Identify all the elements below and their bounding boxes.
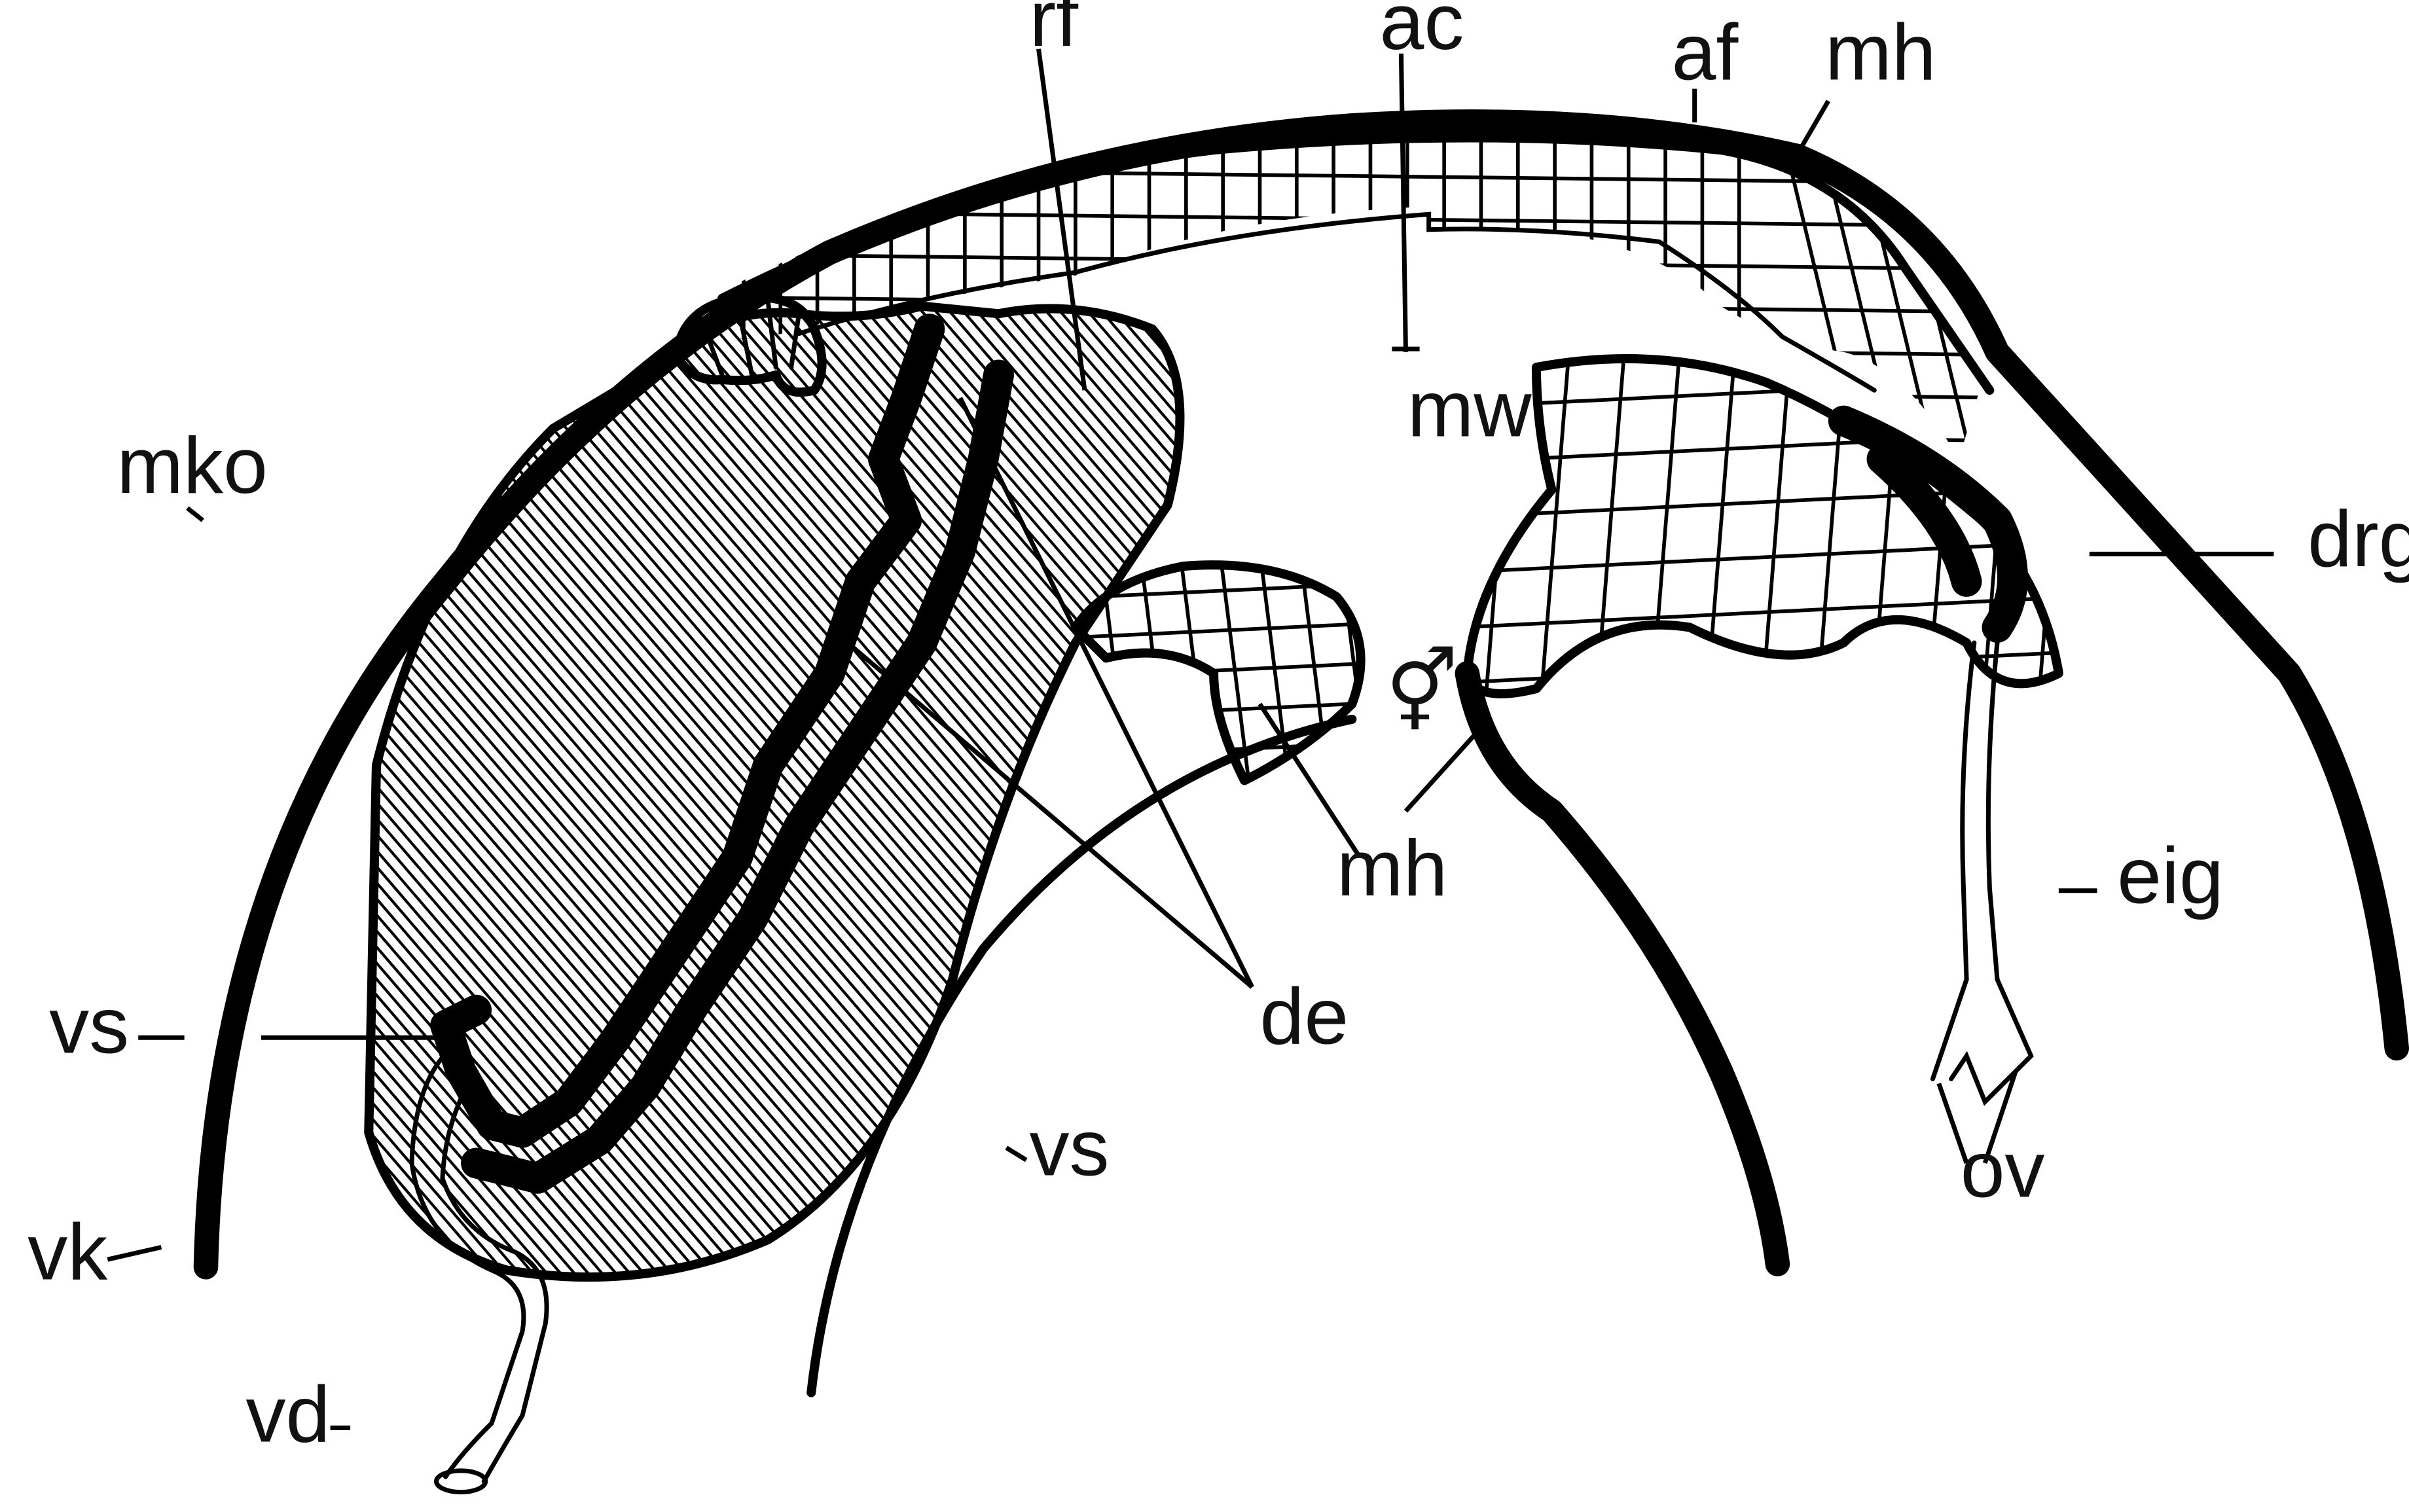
label-vd: vd <box>246 1370 331 1459</box>
label-mko: mko <box>117 421 268 510</box>
label-mh-mid: mh <box>1337 823 1448 912</box>
left-gland-body <box>0 276 2409 1347</box>
inner-right-contour <box>1467 674 1777 1264</box>
label-af: af <box>1671 8 1739 97</box>
label-ac: ac <box>1380 0 1464 66</box>
label-mw: mw <box>1407 365 1532 454</box>
label-vs-mid: vs <box>1029 1104 1109 1193</box>
label-drg: drg <box>2308 494 2409 583</box>
oviduct-duct <box>1932 643 2031 1102</box>
hermaphrodite-symbol: ⚥ <box>1386 646 1458 736</box>
outer-body-contour <box>206 122 2397 1267</box>
label-de: de <box>1259 972 1349 1061</box>
label-vs-left: vs <box>49 981 129 1070</box>
label-vk: vk <box>27 1208 108 1297</box>
label-mh-top: mh <box>1825 8 1936 97</box>
label-rf: rf <box>1029 0 1079 63</box>
label-eig: eig <box>2117 831 2224 920</box>
label-ov: ov <box>1961 1125 2045 1214</box>
